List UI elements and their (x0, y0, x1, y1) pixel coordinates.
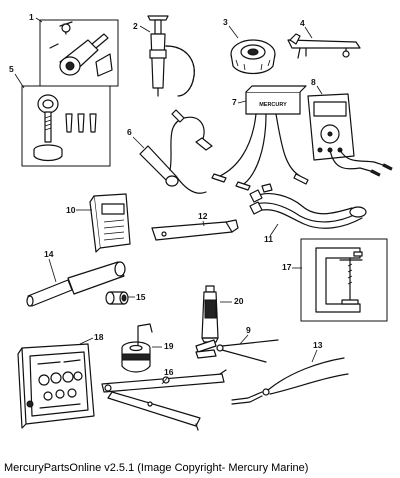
callout-17: 17 (282, 262, 292, 272)
adapter-brand-label: MERCURY (259, 102, 287, 108)
part-2-hand-pump[interactable] (147, 15, 195, 97)
callout-10: 10 (66, 205, 76, 215)
callout-13: 13 (313, 340, 323, 350)
callout-18: 18 (94, 332, 104, 342)
callout-8: 8 (311, 77, 316, 87)
part-10-control-module[interactable] (89, 193, 131, 253)
part-4-bar-tool[interactable] (287, 33, 361, 59)
part-6-test-probe[interactable] (139, 109, 213, 194)
callout-11: 11 (264, 234, 273, 244)
part-20-sealant-tube[interactable] (201, 285, 219, 343)
callout-9: 9 (246, 325, 251, 335)
callout-2: 2 (133, 21, 138, 31)
callout-7: 7 (232, 97, 237, 107)
callout-19: 19 (164, 341, 174, 351)
part-1-puller-kit[interactable] (39, 19, 119, 87)
callout-1: 1 (29, 12, 34, 22)
part-5-lifting-eye-kit[interactable] (21, 85, 111, 167)
part-16-spanner-wrench[interactable] (101, 369, 227, 431)
part-7-harness-adapter[interactable]: MERCURY (211, 85, 309, 191)
callout-15: 15 (136, 292, 146, 302)
part-3-filter-wrench[interactable] (230, 39, 276, 75)
callout-4: 4 (300, 18, 305, 28)
part-11-test-leads[interactable] (249, 183, 367, 229)
callout-5: 5 (9, 64, 14, 74)
callout-14: 14 (44, 249, 54, 259)
part-9-pliers[interactable] (195, 339, 279, 363)
callout-16: 16 (164, 367, 174, 377)
part-14-shaft-tool[interactable] (26, 261, 126, 307)
part-8-multimeter[interactable] (307, 93, 393, 177)
part-12-flat-bar[interactable] (151, 219, 239, 241)
callout-3: 3 (223, 17, 228, 27)
part-15-bushing[interactable] (105, 291, 129, 305)
callout-20: 20 (234, 296, 244, 306)
image-caption: MercuryPartsOnline v2.5.1 (Image Copyrig… (4, 462, 309, 474)
part-17-c-clamp[interactable] (300, 238, 388, 322)
part-13-snap-ring-pliers[interactable] (231, 357, 349, 405)
part-19-gauge[interactable] (121, 323, 153, 373)
callout-6: 6 (127, 127, 132, 137)
part-18-tool-kit-case[interactable] (17, 343, 95, 429)
callout-12: 12 (198, 211, 208, 221)
